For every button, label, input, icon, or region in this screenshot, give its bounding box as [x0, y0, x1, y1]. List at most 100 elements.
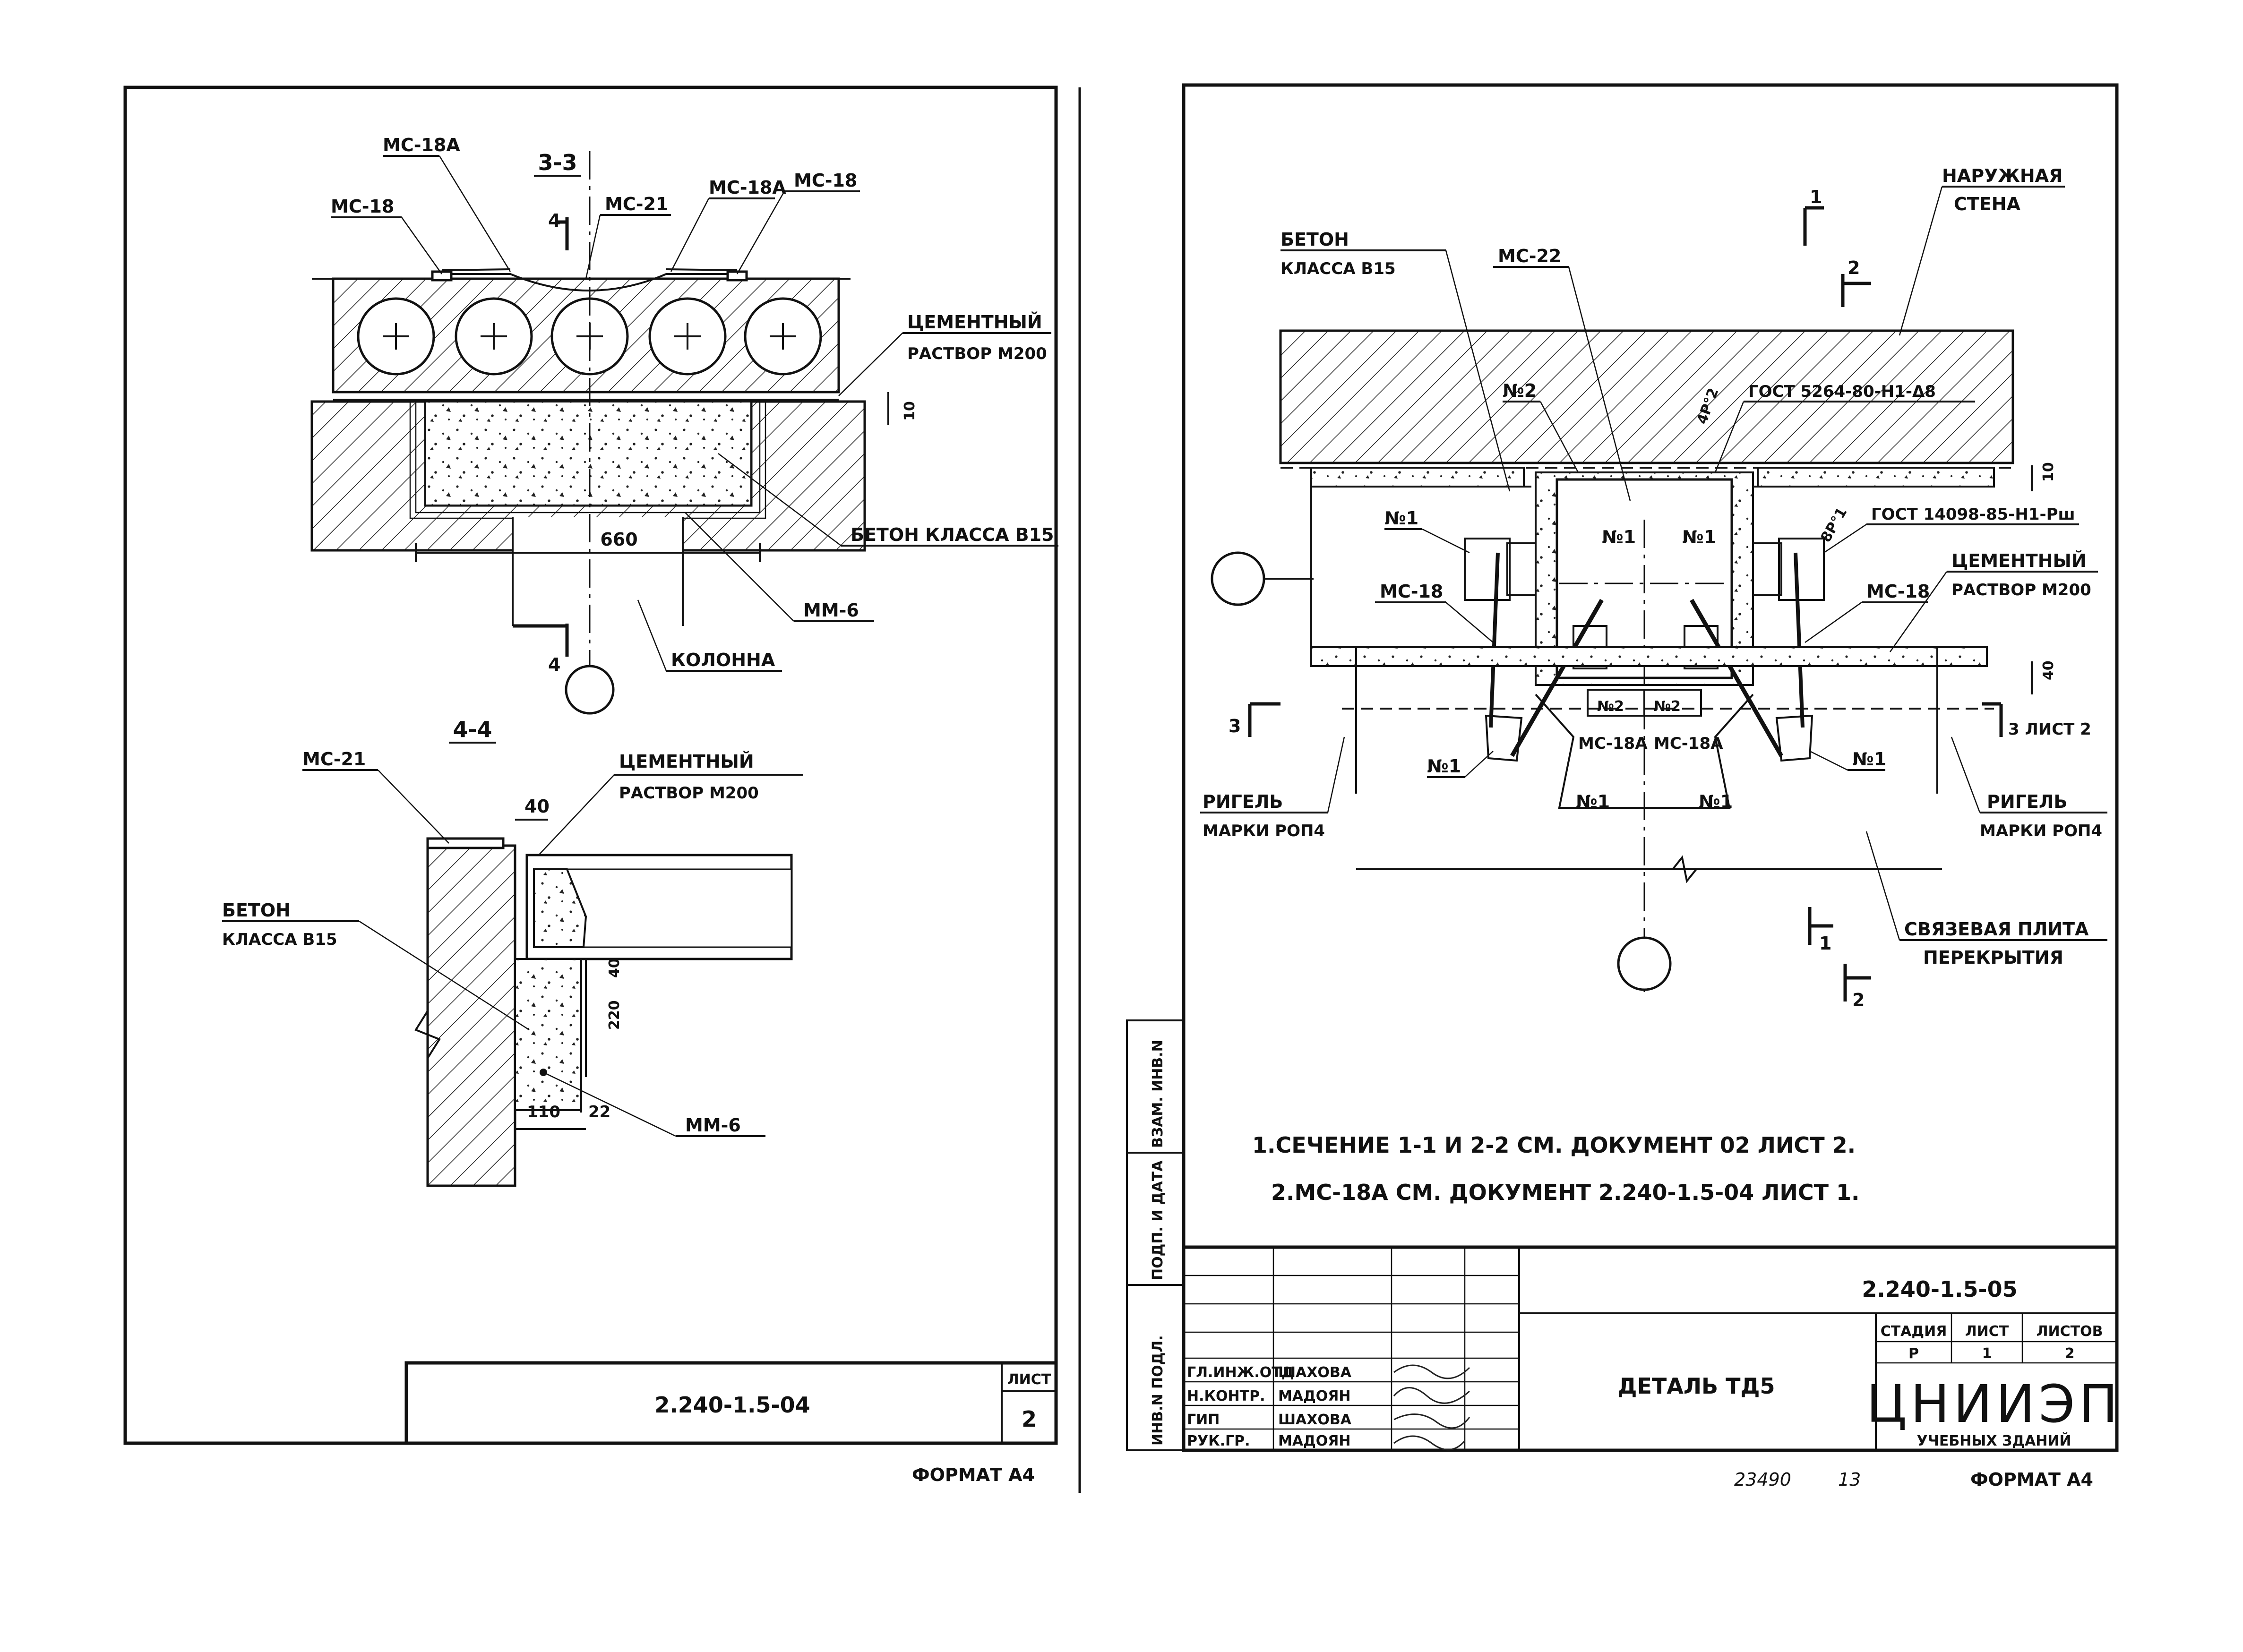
- left-doc-code: 2.240-1.5-04: [654, 1392, 810, 1418]
- name-2: ШАХОВА: [1278, 1412, 1352, 1428]
- name-3: МАДОЯН: [1278, 1433, 1351, 1449]
- svg-text:№1: №1: [1682, 527, 1716, 548]
- role-3: РУК.ГР.: [1187, 1433, 1250, 1449]
- label-right-concrete-1: БЕТОН: [1280, 229, 1349, 250]
- left-sheet-no: 2: [1022, 1406, 1037, 1432]
- svg-text:4: 4: [548, 210, 560, 231]
- org-logo: ЦНИИЭП: [1866, 1374, 2122, 1434]
- concrete-infill: [424, 401, 752, 506]
- ms-21-angle: [426, 837, 505, 849]
- section-4-4: 4-4 40 220 40 110 22 МС-21 ЦЕМЕНТНЫЙ РАС: [222, 717, 803, 1187]
- svg-text:110: 110: [527, 1103, 560, 1121]
- label-cement-2: РАСТВОР М200: [907, 344, 1047, 363]
- stage-label: СТАДИЯ: [1881, 1323, 1947, 1340]
- section-3-3: 3-3: [310, 135, 1058, 715]
- name-1: МАДОЯН: [1278, 1388, 1351, 1404]
- svg-text:№1: №1: [1427, 756, 1461, 777]
- label-4-4-cement-1: ЦЕМЕНТНЫЙ: [619, 751, 754, 772]
- label-4-4-cement-2: РАСТВОР М200: [619, 784, 759, 803]
- outer-wall-right: [1279, 329, 2014, 464]
- label-4-4-concrete-1: БЕТОН: [222, 900, 291, 921]
- label-cement-1: ЦЕМЕНТНЫЙ: [907, 312, 1042, 333]
- role-1: Н.КОНТР.: [1187, 1388, 1265, 1404]
- label-slab-2: ПЕРЕКРЫТИЯ: [1923, 947, 2063, 968]
- label-ms18-left: МС-18: [331, 196, 394, 217]
- label-gost-1: ГОСТ 5264-80-Н1-Δ8: [1748, 382, 1936, 401]
- svg-text:40: 40: [524, 796, 550, 817]
- column: [513, 517, 683, 631]
- svg-text:220: 220: [606, 1000, 623, 1030]
- label-4-4-ms21: МС-21: [302, 749, 366, 770]
- role-2: ГИП: [1187, 1412, 1220, 1428]
- label-beam-left-2: МАРКИ РОП4: [1203, 822, 1325, 840]
- label-4-4-mm6: ММ-6: [685, 1115, 741, 1136]
- left-sheet-label: ЛИСТ: [1007, 1371, 1051, 1388]
- right-doc-code: 2.240-1.5-05: [1862, 1276, 2017, 1302]
- left-title-block: 2.240-1.5-04 ЛИСТ 2: [404, 1361, 1058, 1445]
- section-4-4-title: 4-4: [453, 717, 492, 742]
- label-ms18-right-r: МС-18: [1866, 581, 1930, 602]
- svg-text:10: 10: [2040, 462, 2057, 482]
- left-sheet: 3-3: [123, 86, 1058, 1485]
- inventory-page: 13: [1838, 1469, 1861, 1490]
- label-ms18a-left-r: МС-18А: [1578, 734, 1648, 753]
- label-ms22: МС-22: [1498, 246, 1561, 266]
- label-sheet-ref: 3 ЛИСТ 2: [2008, 720, 2091, 739]
- label-4-4-concrete-2: КЛАССА В15: [222, 930, 337, 949]
- svg-text:№1: №1: [1602, 527, 1636, 548]
- svg-text:22: 22: [588, 1103, 610, 1121]
- side-stamp: ИНВ.N ПОДЛ. ПОДП. И ДАТА ВЗАМ. ИНВ.N: [1126, 1019, 1185, 1451]
- note-1: 1.СЕЧЕНИЕ 1-1 И 2-2 СМ. ДОКУМЕНТ 02 ЛИСТ…: [1252, 1132, 1856, 1158]
- label-mm6: ММ-6: [803, 600, 859, 621]
- stage-value: Р: [1908, 1345, 1919, 1362]
- label-weld-2: 8Р°1: [1818, 505, 1851, 545]
- detail-title: ДЕТАЛЬ ТД5: [1617, 1373, 1775, 1399]
- svg-text:1: 1: [1819, 933, 1831, 954]
- stamp-inv-repl: ВЗАМ. ИНВ.N: [1150, 1040, 1166, 1148]
- cut-mark-bottom: [513, 624, 569, 657]
- org-sub: УЧЕБНЫХ ЗДАНИЙ: [1916, 1432, 2071, 1449]
- label-gost-2: ГОСТ 14098-85-Н1-Рш: [1871, 505, 2075, 524]
- dim-660: 660: [600, 529, 637, 550]
- section-3-3-title: 3-3: [538, 150, 577, 175]
- name-0: ШАХОВА: [1278, 1364, 1352, 1381]
- svg-text:1: 1: [1810, 187, 1822, 207]
- label-ms18a-top: МС-18А: [383, 135, 460, 155]
- label-ms18-left-r: МС-18: [1380, 581, 1443, 602]
- label-ms18a-right: МС-18А: [709, 177, 786, 198]
- axis-bubble-left: [1211, 551, 1265, 606]
- label-right-cement-1: ЦЕМЕНТНЫЙ: [1951, 550, 2087, 571]
- axis-bubble: [565, 665, 615, 715]
- svg-text:№1: №1: [1384, 508, 1418, 529]
- svg-text:№1: №1: [1576, 791, 1610, 812]
- left-format: ФОРМАТ А4: [912, 1464, 1035, 1485]
- label-ms18a-right-r: МС-18А: [1654, 734, 1723, 753]
- sheet-value: 1: [1982, 1345, 1992, 1362]
- stamp-inv-orig: ИНВ.N ПОДЛ.: [1150, 1335, 1166, 1446]
- svg-text:№2: №2: [1503, 380, 1537, 401]
- signatures: [1393, 1364, 1470, 1451]
- svg-text:№1: №1: [1699, 791, 1733, 812]
- axis-bubble-bottom: [1617, 936, 1672, 991]
- label-outer-wall-1: НАРУЖНАЯ: [1942, 165, 2063, 186]
- label-beam-left-1: РИГЕЛЬ: [1203, 791, 1283, 812]
- dim-10: 10: [902, 401, 918, 421]
- mm-6-rebar: [415, 402, 761, 514]
- svg-text:2: 2: [1852, 990, 1865, 1010]
- sheet-label: ЛИСТ: [1965, 1323, 2009, 1340]
- sheets-value: 2: [2065, 1345, 2075, 1362]
- role-0: ГЛ.ИНЖ.ОТД: [1187, 1364, 1294, 1381]
- svg-text:№2: №2: [1654, 698, 1681, 715]
- cut-mark-top: [555, 217, 569, 250]
- svg-text:40: 40: [2040, 660, 2057, 680]
- label-right-cement-2: РАСТВОР М200: [1951, 581, 2091, 599]
- svg-text:№1: №1: [1852, 749, 1886, 770]
- right-format: ФОРМАТ А4: [1970, 1469, 2093, 1490]
- label-column: КОЛОННА: [671, 650, 775, 670]
- right-title-block: 2.240-1.5-05 ГЛ.ИНЖ.ОТД ШАХОВА Н.КОНТР. …: [1182, 1245, 2122, 1452]
- right-sheet: ИНВ.N ПОДЛ. ПОДП. И ДАТА ВЗАМ. ИНВ.N: [1126, 83, 2122, 1490]
- svg-text:3: 3: [1229, 716, 1241, 736]
- label-slab-1: СВЯЗЕВАЯ ПЛИТА: [1904, 919, 2089, 940]
- beam-edge: [514, 958, 582, 1111]
